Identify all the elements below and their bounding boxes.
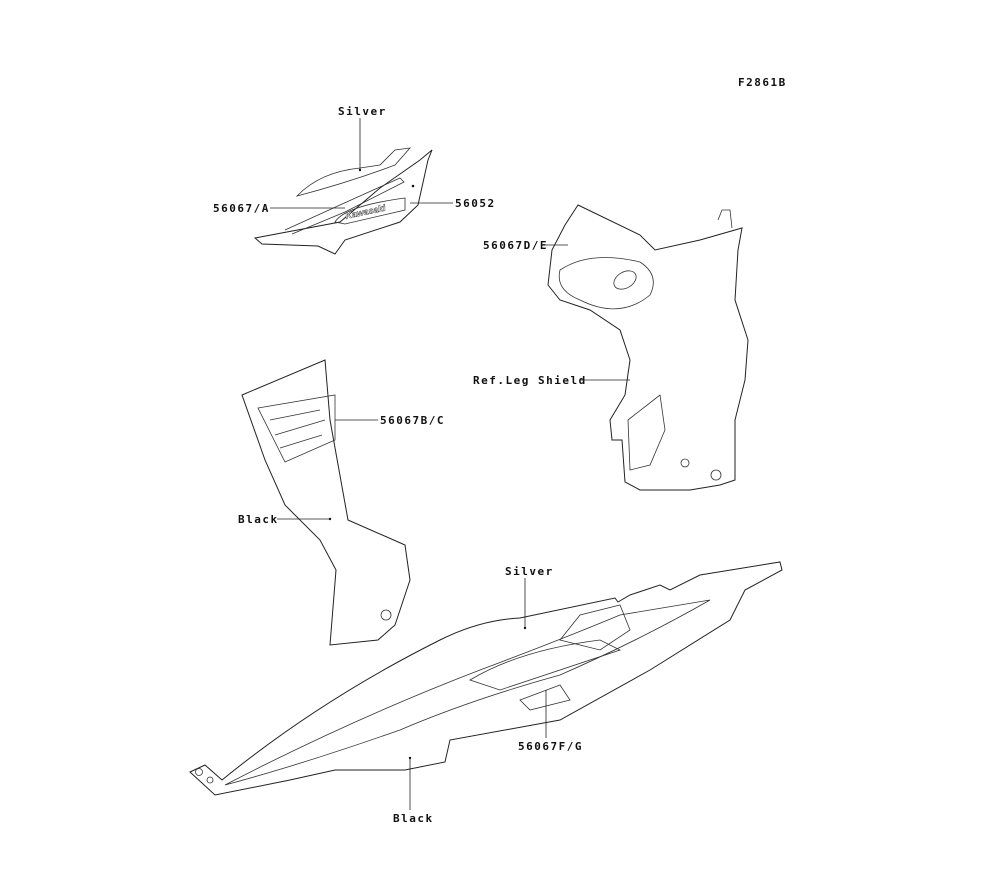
label-ref-leg-shield: Ref.Leg Shield (473, 374, 587, 387)
label-56067a: 56067/A (213, 202, 270, 215)
label-black-left: Black (238, 513, 279, 526)
label-silver-bottom: Silver (505, 565, 554, 578)
label-black-bottom: Black (393, 812, 434, 825)
label-56067fg: 56067F/G (518, 740, 583, 753)
label-silver-top: Silver (338, 105, 387, 118)
diagram-code: F2861B (738, 76, 787, 89)
label-56067bc: 56067B/C (380, 414, 445, 427)
leg-shield-part (547, 204, 749, 491)
label-56067de: 56067D/E (483, 239, 548, 252)
side-panel-part (241, 359, 411, 646)
label-56052: 56052 (455, 197, 496, 210)
rear-cowl-part (189, 561, 783, 796)
front-cowl-part: Kawasaki (253, 147, 433, 255)
